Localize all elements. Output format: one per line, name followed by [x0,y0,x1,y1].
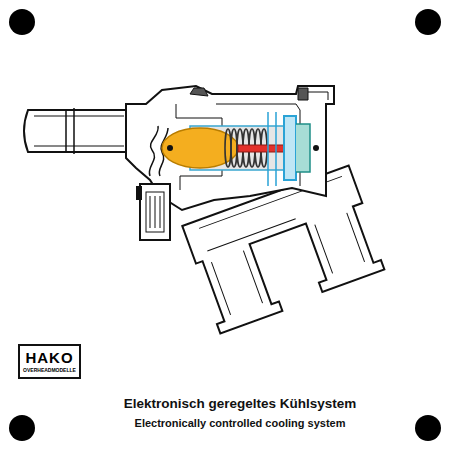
caption-text: Electronically controlled cooling system [135,417,346,429]
logo-box: HAKOOVERHEADMODELLE [18,344,81,379]
logo-subtext: OVERHEADMODELLE [23,367,76,374]
inlet-pipe [24,108,128,154]
title-text: Elektronisch geregeltes Kühlsystem [124,396,357,411]
logo-text: HAKO [23,349,76,367]
corner-dots [9,9,441,441]
valve-disc [284,116,296,180]
wax-element [162,128,238,168]
valve-internals [162,112,319,186]
